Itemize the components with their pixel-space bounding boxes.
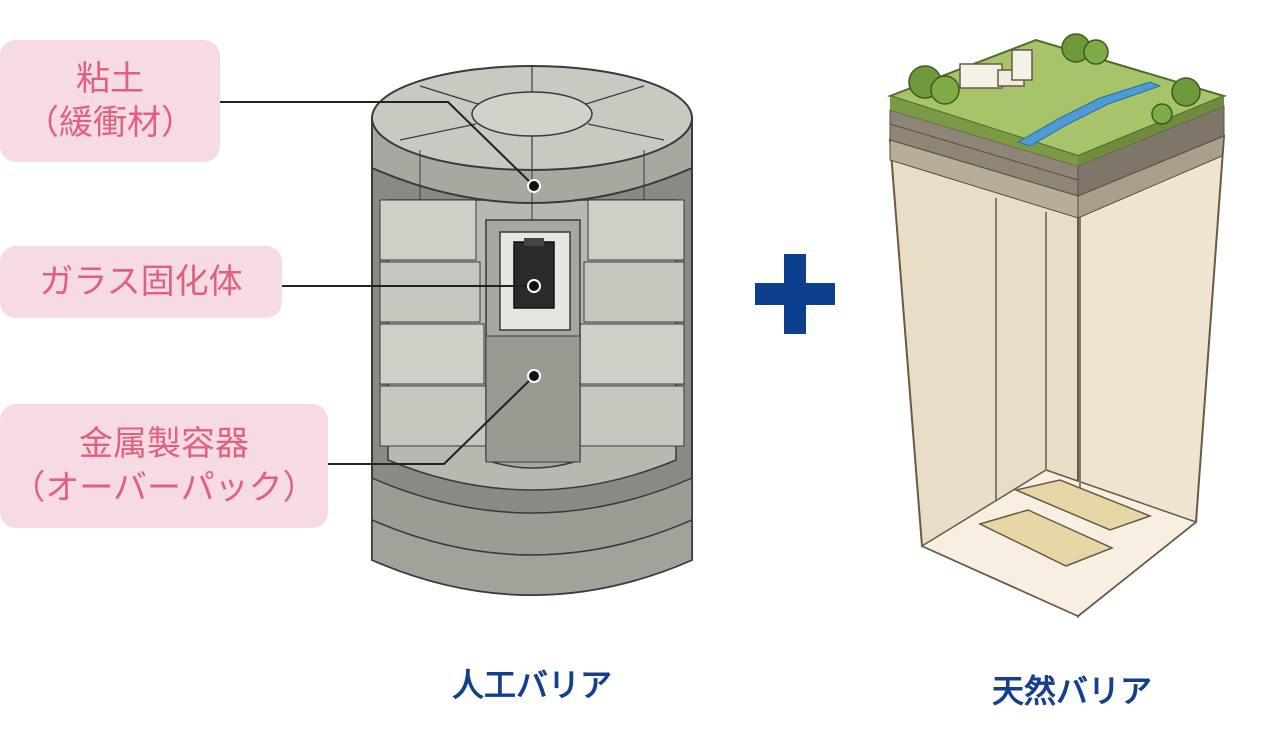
natural-barrier-block: [886, 33, 1227, 619]
label-clay-line1: 粘土: [76, 58, 144, 99]
engineered-barrier-cylinder: [371, 65, 693, 596]
plus-icon: [755, 254, 835, 334]
label-clay-buffer: 粘土 （緩衝材）: [0, 40, 220, 162]
leader-lines: [220, 101, 535, 465]
label-overpack: 金属製容器 （オーバーパック）: [0, 404, 328, 528]
caption-natural-barrier: 天然バリア: [991, 672, 1152, 710]
label-overpack-line1: 金属製容器: [79, 423, 249, 464]
label-clay-line2: （緩衝材）: [25, 103, 195, 143]
leader-dots: [527, 179, 541, 383]
label-overpack-line2: （オーバーパック）: [11, 468, 317, 508]
label-vitrified-waste: ガラス固化体: [0, 246, 282, 318]
label-glass-line1: ガラス固化体: [39, 261, 243, 302]
caption-engineered-barrier: 人工バリア: [451, 666, 612, 704]
